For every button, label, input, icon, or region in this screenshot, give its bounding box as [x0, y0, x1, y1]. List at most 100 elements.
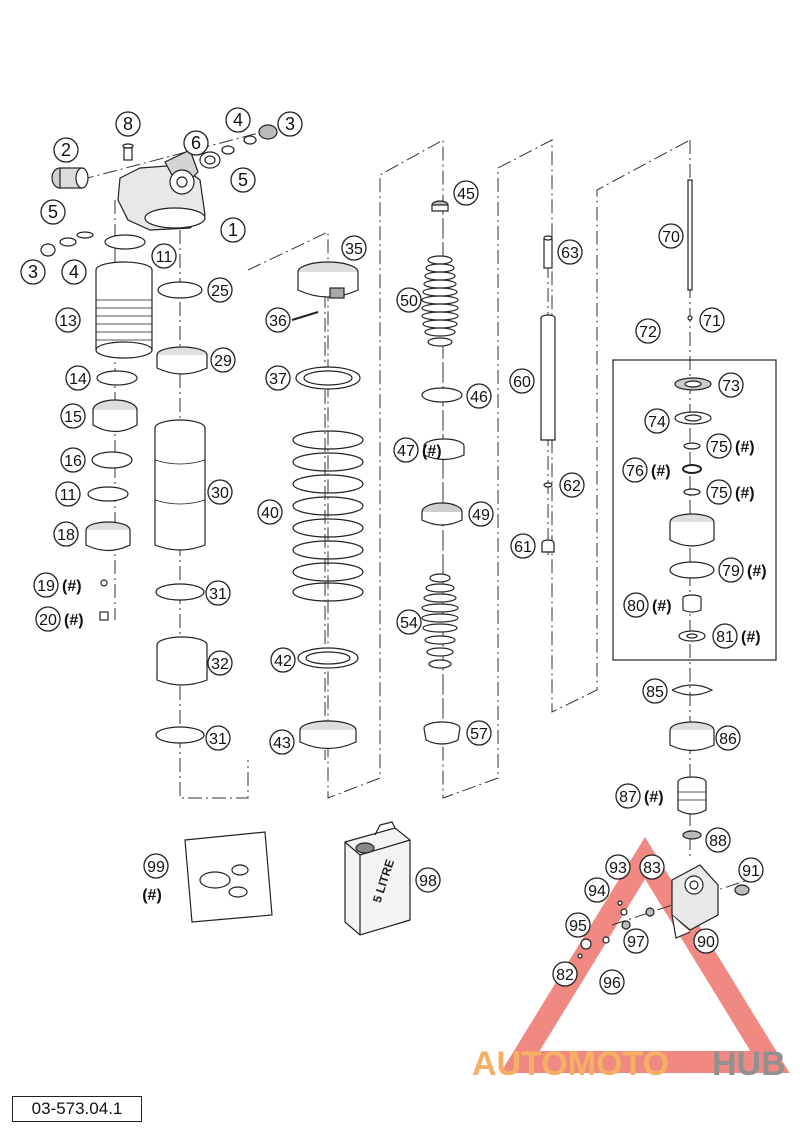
callout-number: 97: [627, 934, 645, 951]
callout-circle: [265, 307, 291, 333]
callout-number: 74: [648, 414, 666, 431]
callout-number: 3: [285, 114, 295, 134]
callout-75: 75(#): [706, 479, 755, 505]
callout-number: 75: [710, 439, 728, 456]
callout-circle: [205, 580, 231, 606]
callout-number: 31: [209, 731, 227, 748]
callout-number: 86: [719, 731, 737, 748]
ring-31b-part: [155, 726, 205, 744]
callout-circle: [623, 928, 649, 954]
shim-stack-54-part: [421, 573, 459, 669]
cap-86-part: [669, 721, 715, 752]
callout-87: 87(#): [615, 783, 664, 809]
callout-number: 82: [556, 967, 574, 984]
hash-marker: (#): [735, 485, 755, 502]
callout-circle: [718, 372, 744, 398]
callout-50: 50: [396, 287, 422, 313]
callout-number: 70: [662, 229, 680, 246]
callout-number: 85: [646, 684, 664, 701]
callout-96: 96: [599, 969, 625, 995]
shim-stack-50-part: [421, 255, 459, 347]
callout-4: 4: [61, 259, 87, 285]
callout-number: 79: [722, 563, 740, 580]
callout-circle: [143, 853, 169, 879]
callout-circle: [706, 479, 732, 505]
hash-marker: (#): [62, 578, 82, 595]
callout-54: 54: [396, 609, 422, 635]
callout-number: 13: [59, 313, 77, 330]
callout-circle: [151, 243, 177, 269]
callout-5: 5: [230, 167, 256, 193]
callout-number: 98: [419, 873, 437, 890]
bellows-part: [95, 261, 153, 359]
callout-number: 91: [742, 863, 760, 880]
callout-1: 1: [220, 217, 246, 243]
callout-82: 82: [552, 961, 578, 987]
callout-circle: [269, 729, 295, 755]
callout-circle: [559, 472, 585, 498]
ring-14-part: [96, 370, 138, 386]
callout-3: 3: [277, 111, 303, 137]
hash-marker: (#): [64, 612, 84, 629]
callout-19: 19(#): [33, 572, 82, 598]
callout-8: 8: [115, 111, 141, 137]
callout-57: 57: [466, 720, 492, 746]
callout-47: 47(#): [393, 437, 442, 463]
callout-circle: [642, 678, 668, 704]
callout-circle: [706, 433, 732, 459]
hash-marker: (#): [142, 887, 162, 904]
callout-number: 60: [513, 374, 531, 391]
watermark-text-right: HUB: [712, 1045, 786, 1083]
callout-circle: [207, 277, 233, 303]
callout-number: 36: [269, 313, 287, 330]
callout-circle: [396, 609, 422, 635]
callout-circle: [699, 307, 725, 333]
callout-circle: [257, 499, 283, 525]
bushing-91-part: [734, 884, 750, 896]
callout-number: 35: [345, 241, 363, 258]
callout-number: 29: [214, 353, 232, 370]
callout-circle: [265, 365, 291, 391]
callout-number: 73: [722, 378, 740, 395]
callout-18: 18: [53, 521, 79, 547]
o-ring-62-part: [543, 482, 553, 488]
callout-circle: [33, 572, 59, 598]
callout-30: 30: [207, 479, 233, 505]
callout-circle: [605, 854, 631, 880]
ring-11b-part: [87, 486, 129, 502]
oil-can-98: [344, 821, 411, 936]
callout-number: 25: [211, 283, 229, 300]
callout-4: 4: [225, 107, 251, 133]
callout-number: 4: [69, 262, 79, 282]
ball-71-part: [687, 315, 693, 321]
hash-marker: (#): [651, 463, 671, 480]
cap-57-part: [423, 721, 461, 745]
sleeve-32-part: [156, 636, 208, 686]
callout-circle: [622, 457, 648, 483]
callout-circle: [468, 501, 494, 527]
callout-25: 25: [207, 277, 233, 303]
callout-93: 93: [605, 854, 631, 880]
callout-circle: [644, 408, 670, 434]
callout-35: 35: [341, 235, 367, 261]
callout-circle: [55, 481, 81, 507]
callout-11: 11: [151, 243, 177, 269]
piston-15-part: [92, 399, 138, 433]
callout-number: 96: [603, 975, 621, 992]
callout-circle: [207, 479, 233, 505]
callout-circle: [396, 287, 422, 313]
callout-circle: [225, 107, 251, 133]
callout-13: 13: [55, 307, 81, 333]
callout-49: 49: [468, 501, 494, 527]
callout-number: 95: [569, 918, 587, 935]
callout-number: 2: [61, 140, 71, 160]
callout-number: 93: [609, 860, 627, 877]
callout-97: 97: [623, 928, 649, 954]
callout-number: 8: [123, 114, 133, 134]
callout-31: 31: [205, 580, 231, 606]
callout-number: 5: [238, 170, 248, 190]
seal-73-part: [674, 377, 712, 391]
washer-74-part: [674, 411, 712, 425]
callout-2: 2: [53, 137, 79, 163]
callout-number: 72: [639, 324, 657, 341]
